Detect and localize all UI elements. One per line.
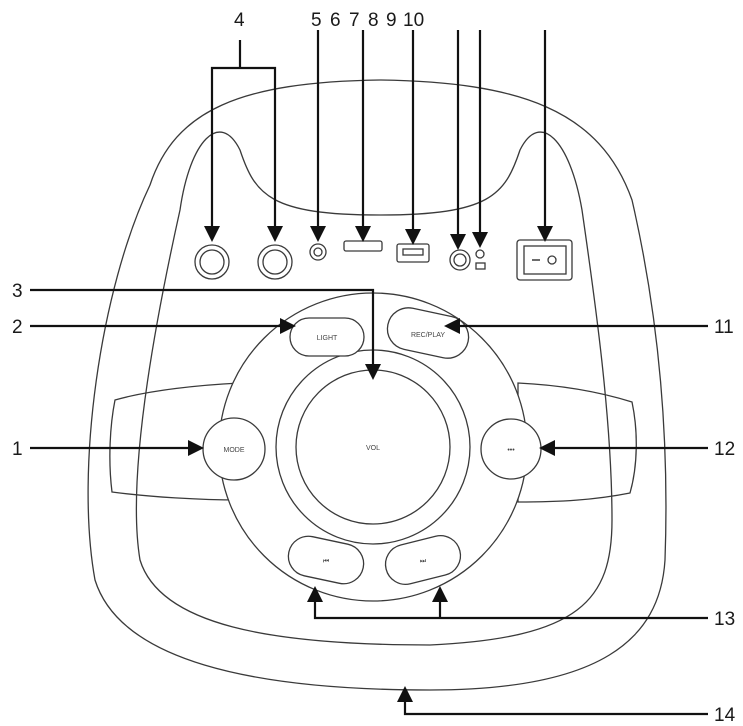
line-in-jack[interactable]	[309, 243, 327, 261]
next-track-button[interactable]	[381, 531, 464, 588]
callout-6: 6	[330, 10, 341, 31]
leader-3	[30, 288, 375, 370]
speaker-body-outline	[87, 79, 667, 691]
leader-14	[403, 698, 708, 716]
callout-12: 12	[714, 439, 735, 460]
record-button-label: REC/PLAY	[411, 332, 445, 339]
left-wing-panel	[109, 382, 241, 501]
speaker-frame-inner	[135, 131, 613, 646]
callout-1: 1	[12, 439, 23, 460]
callout-13: 13	[714, 609, 735, 630]
previous-track-button[interactable]	[285, 533, 368, 588]
volume-label: VOL	[366, 445, 380, 452]
callout-11: 11	[714, 317, 734, 338]
leader-13	[313, 598, 708, 620]
usb-port[interactable]	[396, 243, 430, 263]
callout-10: 10	[403, 10, 424, 31]
callout-2: 2	[12, 317, 23, 338]
light-button[interactable]	[289, 317, 365, 357]
callout-7: 7	[349, 10, 360, 31]
callout-14: 14	[714, 705, 736, 726]
callout-4: 4	[234, 10, 245, 31]
mode-button[interactable]	[202, 417, 266, 481]
sd-card-slot[interactable]	[343, 240, 383, 252]
leader-4	[210, 66, 277, 232]
power-switch[interactable]	[516, 239, 573, 281]
callout-3: 3	[12, 281, 23, 302]
mic-volume-knob[interactable]	[449, 249, 471, 271]
callout-5: 5	[311, 10, 322, 31]
record-play-button[interactable]	[384, 304, 473, 362]
mic-jack-1[interactable]	[194, 244, 230, 280]
mode-button-label: MODE	[224, 447, 245, 454]
light-button-label: LIGHT	[317, 335, 338, 342]
right-wing-panel	[517, 382, 637, 503]
next-button-label: ⏭	[420, 558, 427, 565]
mic-jack-2[interactable]	[257, 244, 293, 280]
led-indicator	[475, 249, 486, 270]
callout-8: 8	[368, 10, 379, 31]
callout-9: 9	[386, 10, 397, 31]
menu-button-label: •••	[507, 447, 515, 454]
previous-button-label: ⏮	[323, 558, 329, 565]
